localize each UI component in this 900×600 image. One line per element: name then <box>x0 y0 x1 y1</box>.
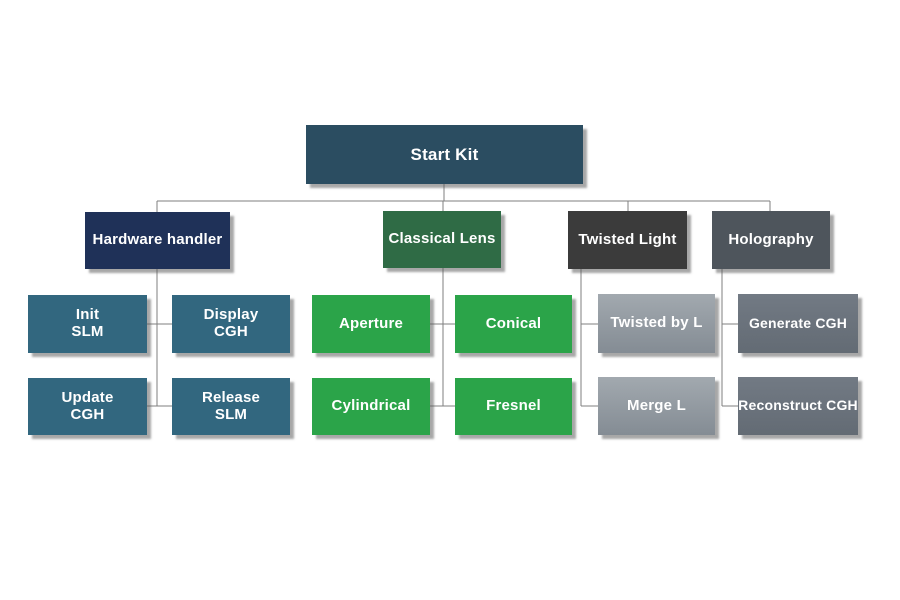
node-generate-cgh: Generate CGH <box>738 294 858 353</box>
node-twisted-by-l: Twisted by L <box>598 294 715 353</box>
node-conical: Conical <box>455 295 572 353</box>
node-release-slm: Release SLM <box>172 378 290 435</box>
node-twisted-light: Twisted Light <box>568 211 687 269</box>
node-hardware-handler: Hardware handler <box>85 212 230 269</box>
node-merge-l: Merge L <box>598 377 715 435</box>
node-classical-lens: Classical Lens <box>383 211 501 268</box>
node-aperture: Aperture <box>312 295 430 353</box>
node-cylindrical: Cylindrical <box>312 378 430 435</box>
node-fresnel: Fresnel <box>455 378 572 435</box>
node-start-kit: Start Kit <box>306 125 583 184</box>
node-reconstruct-cgh: Reconstruct CGH <box>738 377 858 435</box>
node-init-slm: Init SLM <box>28 295 147 353</box>
node-update-cgh: Update CGH <box>28 378 147 435</box>
node-holography: Holography <box>712 211 830 269</box>
node-display-cgh: Display CGH <box>172 295 290 353</box>
